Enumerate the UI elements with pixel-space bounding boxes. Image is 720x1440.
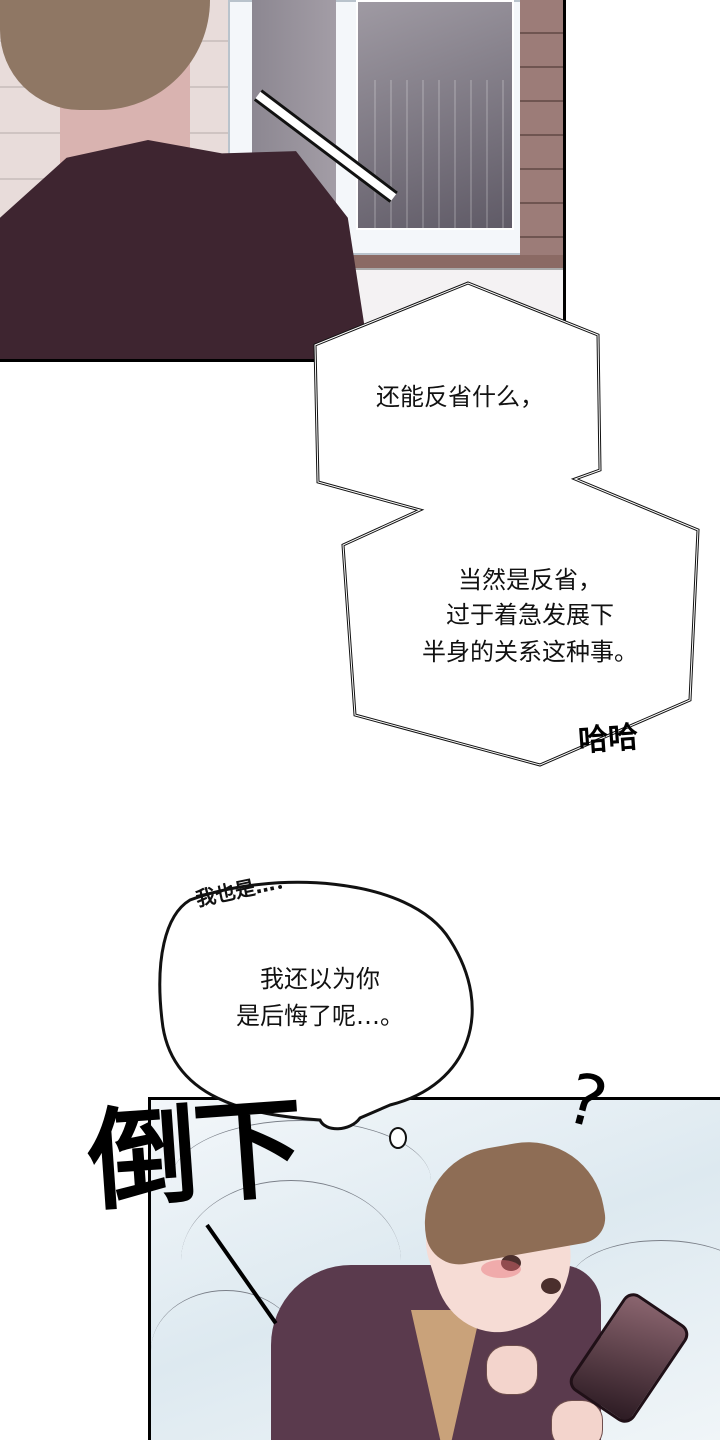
eye-left: [501, 1255, 521, 1271]
bubble1-line-1: 还能反省什么，: [376, 383, 544, 411]
sheet-fold: [571, 1240, 720, 1321]
bubble2-line-1: 当然是反省，: [458, 566, 602, 594]
panel-bed-scene: [148, 1097, 720, 1440]
sheet-fold: [181, 1180, 401, 1341]
thought-line-1: 我还以为你: [260, 965, 380, 993]
curtain: [360, 80, 510, 228]
eye-right: [541, 1278, 561, 1294]
panel-window-scene: [0, 0, 566, 362]
fall-down-sfx: 倒下: [83, 1083, 305, 1227]
character-shirt: [0, 140, 370, 359]
thought-line-2: 是后悔了呢…。: [236, 1002, 404, 1030]
blush: [481, 1260, 521, 1278]
sheet-fold: [151, 1290, 301, 1411]
fist: [486, 1345, 538, 1395]
brick-wall: [520, 0, 563, 270]
speech-bubble-jagged-shapes: [313, 281, 700, 767]
fist: [551, 1400, 603, 1440]
brick-ledge: [340, 255, 563, 269]
thought-bubble-shape: [158, 880, 474, 1149]
laugh-sfx: 哈哈: [577, 719, 640, 760]
bubble2-line-3: 半身的关系这种事。: [422, 638, 638, 666]
sheet-fold: [171, 1120, 431, 1241]
bubble2-line-2: 过于着急发展下: [446, 601, 614, 629]
